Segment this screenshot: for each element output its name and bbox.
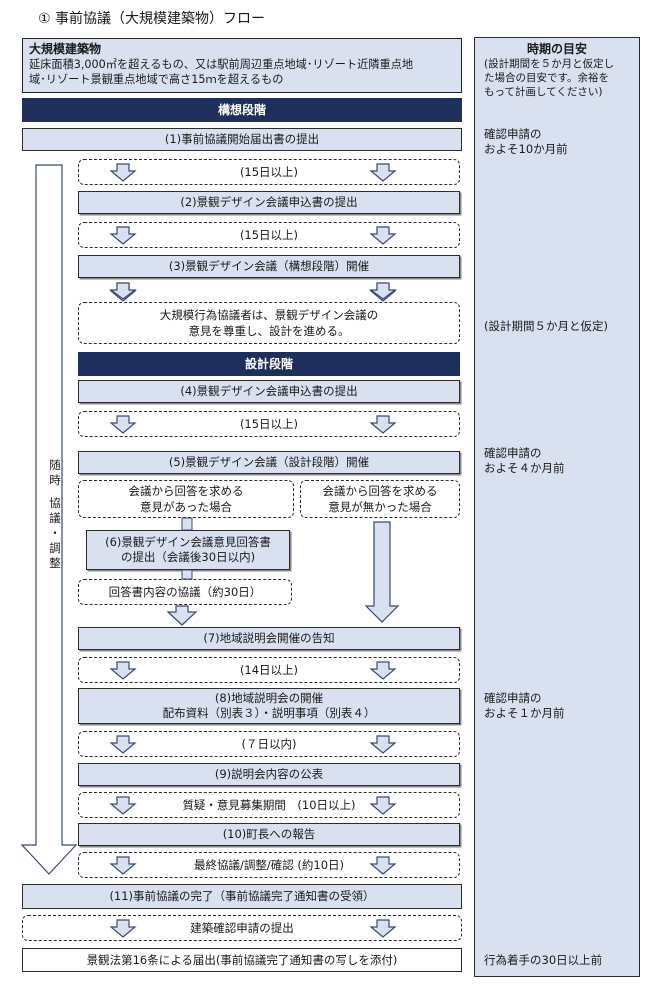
step-8-line-2: 配布資料（別表３）・説明事項（別表４） (162, 706, 376, 720)
down-arrow-icon (109, 282, 137, 300)
down-arrow-icon (369, 919, 397, 938)
stage-concept: 構想段階 (22, 98, 462, 122)
down-arrow-icon (109, 415, 137, 434)
note-respect-opinion: 大規模行為協議者は、景観デザイン会議の 意見を尊重し、設計を進める。 (78, 302, 460, 344)
step-5-box: (5)景観デザイン会議（設計段階）開催 (78, 451, 460, 474)
timing-1-month-line-1: 確認申請の (484, 691, 542, 705)
timing-note-line-1: (設計期間を５か月と仮定し (484, 58, 615, 70)
timing-note: (設計期間を５か月と仮定し た場合の目安です。余裕を もって計画してください) (484, 57, 634, 99)
step-3-box: (3)景観デザイン会議（構想段階）開催 (78, 255, 460, 278)
step-9-box: (9)説明会内容の公表 (78, 763, 460, 786)
step-7-box: (7)地域説明会開催の告知 (78, 627, 460, 650)
branch-without-opinion-line-1: 会議から回答を求める (322, 484, 438, 498)
timing-1-month: 確認申請の およそ１か月前 (484, 691, 565, 721)
branch-without-opinion: 会議から回答を求める 意見が無かった場合 (300, 480, 460, 518)
side-label-consult: 協議・調整 (49, 496, 61, 570)
note-line-2: 意見を尊重し、設計を進める。 (188, 324, 350, 338)
branch-connector-top (181, 517, 193, 531)
timing-4-months-line-1: 確認申請の (484, 446, 542, 460)
branch-with-opinion-line-2: 意見があった場合 (140, 500, 232, 514)
timing-design-period: (設計期間５か月と仮定) (484, 319, 608, 333)
side-label-anytime: 随時 (49, 458, 61, 487)
gap-2: (15日以上) (78, 222, 460, 248)
timing-note-line-3: もって計画してください) (484, 86, 603, 98)
timing-column (474, 37, 640, 977)
gap-5: (14日以上) (78, 657, 460, 683)
step-10-box: (10)町長への報告 (78, 823, 460, 846)
page-title: ① 事前協議（大規模建築物）フロー (38, 11, 266, 27)
down-arrow-icon (109, 661, 137, 680)
step-2-box: (2)景観デザイン会議申込書の提出 (78, 191, 460, 214)
stage-design: 設計段階 (78, 352, 460, 376)
down-arrow-icon (109, 919, 137, 938)
step-8-box: (8)地域説明会の開催 配布資料（別表３）・説明事項（別表４） (78, 688, 460, 724)
gap-9-building-confirmation: 建築確認申請の提出 (22, 915, 462, 941)
target-line-1: 延床面積3,000㎡を超えるもの、又は駅前周辺重点地域･リゾート近隣重点地 (29, 58, 414, 71)
timing-4-months: 確認申請の およそ４か月前 (484, 446, 565, 476)
down-arrow-icon (369, 661, 397, 680)
down-arrow-icon (109, 226, 137, 245)
branch-without-opinion-line-2: 意見が無かった場合 (328, 500, 432, 514)
step-4-box: (4)景観デザイン会議申込書の提出 (78, 380, 460, 403)
answer-to-step-7-arrow (166, 605, 198, 626)
step-1-box: (1)事前協議開始届出書の提出 (22, 128, 462, 151)
gap-4-answer-discussion: 回答書内容の協議（約30日） (78, 579, 292, 605)
gap-7: 質疑・意見募集期間 (10日以上) (78, 792, 460, 818)
down-arrow-icon (369, 415, 397, 434)
branch-with-opinion-line-1: 会議から回答を求める (128, 484, 244, 498)
timing-1-month-line-2: およそ１か月前 (484, 706, 565, 720)
down-arrow-icon (109, 796, 137, 815)
target-definition-box: 大規模建築物 延床面積3,000㎡を超えるもの、又は駅前周辺重点地域･リゾート近… (22, 38, 462, 93)
timing-30-days: 行為着手の30日以上前 (484, 953, 603, 967)
final-notification-box: 景観法第16条による届出(事前協議完了通知書の写しを添付) (22, 948, 462, 972)
branch-connector-mid (181, 569, 193, 580)
step-6-line-1: (6)景観デザイン会議意見回答書 (105, 535, 271, 549)
down-arrow-icon (109, 856, 137, 875)
gap-6: (７日以内) (78, 731, 460, 757)
gap-1: (15日以上) (78, 159, 460, 185)
branch-with-opinion: 会議から回答を求める 意見があった場合 (78, 480, 294, 518)
target-heading: 大規模建築物 (29, 42, 102, 56)
no-opinion-long-arrow (364, 521, 400, 623)
timing-note-line-2: た場合の目安です。余裕を (484, 72, 609, 84)
down-arrow-icon (369, 282, 397, 300)
step-6-line-2: の提出（会議後30日以内) (120, 550, 256, 564)
timing-10-months-line-1: 確認申請の (484, 127, 542, 141)
down-arrow-icon (369, 856, 397, 875)
timing-10-months: 確認申請の およそ10か月前 (484, 127, 568, 157)
note-line-1: 大規模行為協議者は、景観デザイン会議の (159, 308, 379, 322)
down-arrow-icon (109, 163, 137, 182)
down-arrow-icon (369, 163, 397, 182)
gap-3: (15日以上) (78, 411, 460, 437)
down-arrow-icon (369, 735, 397, 754)
target-line-2: 域･リゾート景観重点地域で高さ15ｍを超えるもの (29, 73, 284, 86)
continuous-consultation-arrow (20, 164, 78, 875)
step-8-line-1: (8)地域説明会の開催 (214, 691, 324, 705)
step-11-box: (11)事前協議の完了（事前協議完了通知書の受領） (22, 884, 462, 909)
timing-4-months-line-2: およそ４か月前 (484, 461, 565, 475)
gap-8: 最終協議/調整/確認 (約10日) (78, 852, 460, 878)
timing-heading: 時期の目安 (526, 42, 587, 56)
down-arrow-icon (369, 226, 397, 245)
small-arrows (109, 163, 397, 938)
timing-10-months-line-2: およそ10か月前 (484, 142, 568, 156)
down-arrow-icon (369, 796, 397, 815)
down-arrow-icon (109, 735, 137, 754)
